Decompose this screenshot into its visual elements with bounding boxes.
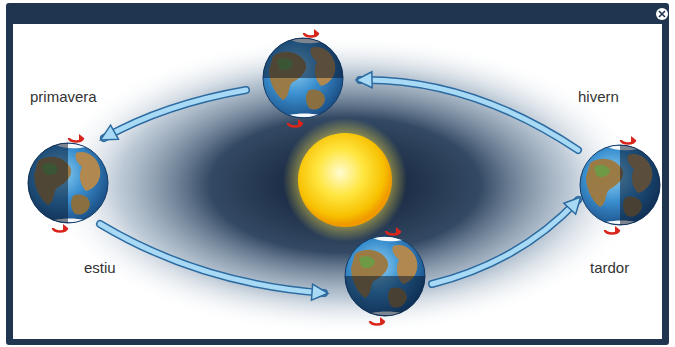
rotation-arrow (605, 226, 620, 234)
space-glow (45, 35, 645, 335)
arrow-outline (432, 200, 578, 284)
close-button (656, 8, 668, 20)
orbit-arrow (104, 90, 246, 138)
sun (298, 133, 392, 227)
rotation-arrow (53, 224, 68, 232)
orbit-arrows (100, 80, 578, 293)
rotation-arrow (370, 317, 385, 325)
earth-globe (28, 134, 108, 232)
night-side (263, 38, 343, 78)
orbit-arrow (432, 200, 578, 284)
window-frame (6, 3, 669, 345)
rotation-arrow (386, 227, 401, 235)
window-panel (13, 24, 662, 339)
earth-body (345, 236, 425, 316)
orbit-arrow (100, 224, 324, 293)
season-label: tardor (590, 259, 629, 277)
night-side (345, 276, 425, 316)
rotation-arrow (304, 29, 319, 37)
arrow-outline (100, 224, 324, 293)
night-side (620, 145, 660, 225)
earth-body (263, 38, 343, 118)
rotation-arrow (69, 134, 84, 142)
earth-body (580, 145, 660, 225)
season-label: hivern (578, 88, 619, 106)
earth-body (28, 143, 108, 223)
earth-globe (345, 227, 425, 325)
season-label: primavera (30, 88, 97, 106)
night-side (28, 143, 68, 223)
sun-halo (283, 118, 407, 242)
arrow-outline (104, 90, 246, 138)
earth-globe (580, 136, 660, 234)
close-cross (659, 11, 665, 17)
orbit-arrow (360, 80, 578, 150)
rotation-arrow (288, 119, 303, 127)
season-label: estiu (84, 259, 116, 277)
rotation-arrow (621, 136, 636, 144)
arrow-outline (360, 80, 578, 150)
earth-globe (263, 29, 343, 127)
